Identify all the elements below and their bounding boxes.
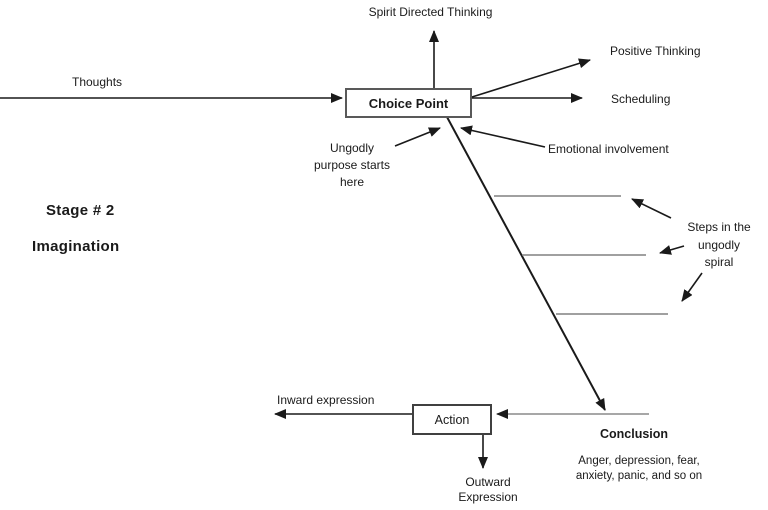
positive-thinking-label: Positive Thinking (610, 44, 701, 58)
spiral-step-pointer-3 (681, 272, 703, 302)
outward-expression-label: Outward Expression (458, 475, 518, 504)
spirit-directed-thinking-label: Spirit Directed Thinking (368, 5, 493, 19)
ungodly-purpose-arrow (394, 127, 441, 147)
action-label: Action (434, 412, 470, 427)
stage-title: Stage # 2 (46, 202, 115, 219)
positive-thinking-arrow (471, 58, 591, 98)
choice-point-label: Choice Point (368, 95, 449, 111)
spiral-step-pointer-1 (631, 198, 672, 219)
inward-expression-label: Inward expression (277, 393, 375, 407)
thoughts-label: Thoughts (72, 75, 123, 89)
scheduling-label: Scheduling (611, 92, 671, 106)
action-node: Action (412, 404, 492, 435)
ungodly-purpose-label: Ungodly purpose starts here (313, 141, 391, 189)
conclusion-label: Conclusion (600, 427, 669, 441)
emotional-involvement-label: Emotional involvement (548, 142, 669, 156)
stage-subtitle-imagination: Imagination (32, 238, 120, 255)
emotional-involvement-arrow (460, 125, 546, 148)
conclusion-description: Anger, depression, fear, anxiety, panic,… (575, 455, 703, 482)
ungodly-spiral-diagonal-arrow (446, 116, 606, 411)
choice-point-node: Choice Point (345, 88, 472, 118)
steps-in-spiral-label: Steps in the ungodly spiral (687, 220, 751, 269)
spiral-step-pointer-2 (659, 245, 685, 255)
